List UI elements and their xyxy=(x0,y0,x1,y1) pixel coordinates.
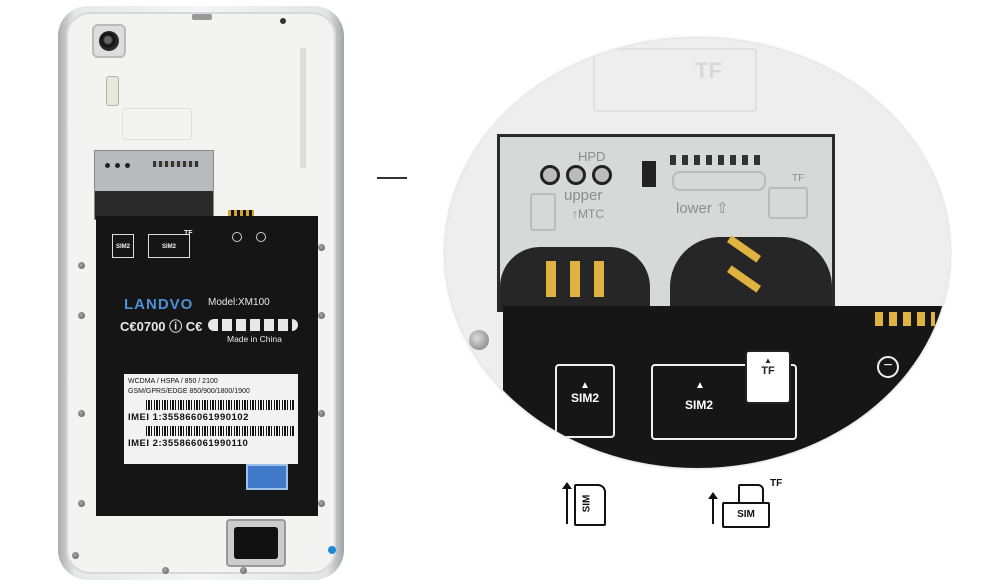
model-label: Model:XM100 xyxy=(208,297,270,308)
recycle-icons xyxy=(208,319,298,331)
screw xyxy=(318,410,325,417)
zoom-faint-tf-icon: TF xyxy=(695,58,722,83)
phone-inner-frame: SIM2 SIM2 TF LANDVO Model:XM100 C€0700 ⓘ… xyxy=(66,12,336,574)
battery-plus-icon xyxy=(256,232,266,242)
imei-1: IMEI 1:355866061990102 xyxy=(128,412,249,423)
battery-terminals xyxy=(228,210,254,216)
certification-marks: C€0700 ⓘ C€ xyxy=(120,319,203,334)
zoom-gold-contact xyxy=(546,261,556,297)
zoom-small-sd-outline xyxy=(768,187,808,219)
zoom-hpd-text: HPD xyxy=(578,149,606,164)
brand-logo: LANDVO xyxy=(124,296,194,313)
top-bracket xyxy=(122,108,192,140)
imei-2: IMEI 2:355866061990110 xyxy=(128,438,249,449)
sim-card-outline-wide: SIM xyxy=(722,502,770,528)
camera-module xyxy=(92,24,126,58)
zoom-gold-contact xyxy=(594,261,604,297)
up-arrow-icon: ▲ xyxy=(695,380,705,391)
top-mic xyxy=(280,18,286,24)
zoom-tf-badge: ▲ TF xyxy=(745,350,791,404)
screw xyxy=(78,410,85,417)
zoom-switch xyxy=(642,161,656,187)
barcode-1 xyxy=(146,400,294,410)
zoom-faint-outline xyxy=(593,48,757,112)
battery-sim2-tf-outline: SIM2 xyxy=(148,234,190,258)
sim-tf-insert-icon: SIM TF xyxy=(708,478,790,528)
side-slot xyxy=(300,48,306,168)
up-arrow-icon xyxy=(712,496,714,524)
tray-bottom xyxy=(95,191,213,219)
screw xyxy=(78,312,85,319)
tray-contact xyxy=(125,163,130,168)
zoom-gold-contact xyxy=(570,261,580,297)
arrowhead-icon xyxy=(562,482,572,489)
top-port xyxy=(192,14,212,20)
tray-contact xyxy=(105,163,110,168)
screw xyxy=(78,500,85,507)
zoom-sim2-tf-slot-outline: ▲ SIM2 xyxy=(651,364,797,440)
up-arrow-icon: ▲ xyxy=(764,356,772,365)
zoom-slot-recess xyxy=(672,171,766,191)
speaker-module xyxy=(226,519,286,567)
arrowhead-icon xyxy=(708,492,718,499)
zoom-small-tf-text: TF xyxy=(792,173,805,184)
connector-dash xyxy=(377,177,407,179)
flash-led-icon xyxy=(106,76,119,106)
barcode-2 xyxy=(146,426,294,436)
zoom-circle: TF HPD upper ↑MTC lower ⇧ TF ▲ SIM2 ▲ SI… xyxy=(445,38,950,468)
screw xyxy=(72,552,79,559)
zoom-sim-contacts-right xyxy=(670,237,832,309)
screw xyxy=(78,262,85,269)
screw xyxy=(318,244,325,251)
imei-label: WCDMA / HSPA / 850 / 2100 GSM/GPRS/EDGE … xyxy=(124,374,298,464)
zoom-lower-text: lower ⇧ xyxy=(676,200,729,217)
phone-back: SIM2 SIM2 TF LANDVO Model:XM100 C€0700 ⓘ… xyxy=(58,6,344,580)
zoom-mtc-text: ↑MTC xyxy=(572,207,604,221)
camera-lens-icon xyxy=(99,31,119,51)
qr-sticker xyxy=(246,464,288,490)
bottom-blue-dot xyxy=(328,546,336,554)
sim-insert-icon: SIM xyxy=(562,482,606,526)
up-arrow-icon xyxy=(566,486,568,524)
zoom-sim2-slot-outline: ▲ SIM2 xyxy=(555,364,615,438)
contact-pad xyxy=(592,165,612,185)
simtf-tf-label: TF xyxy=(770,478,783,489)
battery-sim2-label: SIM2 xyxy=(115,244,130,250)
zoom-sim2-label-b: SIM2 xyxy=(685,398,714,412)
screw xyxy=(240,567,247,574)
tray-contact xyxy=(115,163,120,168)
tray-connector xyxy=(153,161,199,167)
contact-pad xyxy=(540,165,560,185)
zoom-terminals xyxy=(875,312,935,326)
network-bands-1: WCDMA / HSPA / 850 / 2100 xyxy=(128,378,218,385)
battery-tf-label: TF xyxy=(184,230,193,237)
sim-card-outline: SIM xyxy=(574,484,606,526)
sim-icon-label: SIM xyxy=(581,494,593,513)
battery-minus-icon xyxy=(232,232,242,242)
battery: SIM2 SIM2 TF LANDVO Model:XM100 C€0700 ⓘ… xyxy=(96,210,318,516)
zoom-battery-area xyxy=(503,306,950,468)
zoom-screw xyxy=(469,330,489,350)
minus-icon: − xyxy=(877,356,899,378)
speaker-grill-icon xyxy=(234,527,278,559)
screw xyxy=(162,567,169,574)
zoom-tf-label: TF xyxy=(761,365,775,377)
made-in-label: Made in China xyxy=(227,334,282,344)
sim-tray-zoomed: HPD upper ↑MTC lower ⇧ TF xyxy=(497,134,835,312)
screw xyxy=(318,500,325,507)
simtf-sim-label: SIM xyxy=(737,509,755,520)
up-arrow-icon: ▲ xyxy=(580,380,590,391)
zoom-upper-text: upper xyxy=(564,187,603,204)
zoom-small-sim-outline xyxy=(530,193,556,231)
screw xyxy=(318,312,325,319)
sim-tray-small xyxy=(94,150,214,220)
zoom-connector-pins xyxy=(670,155,764,165)
zoom-sim2-label-a: SIM2 xyxy=(570,391,599,405)
battery-sim2-outline: SIM2 xyxy=(112,234,134,258)
battery-sim2-tf-label: SIM2 xyxy=(161,244,176,250)
network-bands-2: GSM/GPRS/EDGE 850/900/1800/1900 xyxy=(128,388,250,395)
contact-pad xyxy=(566,165,586,185)
